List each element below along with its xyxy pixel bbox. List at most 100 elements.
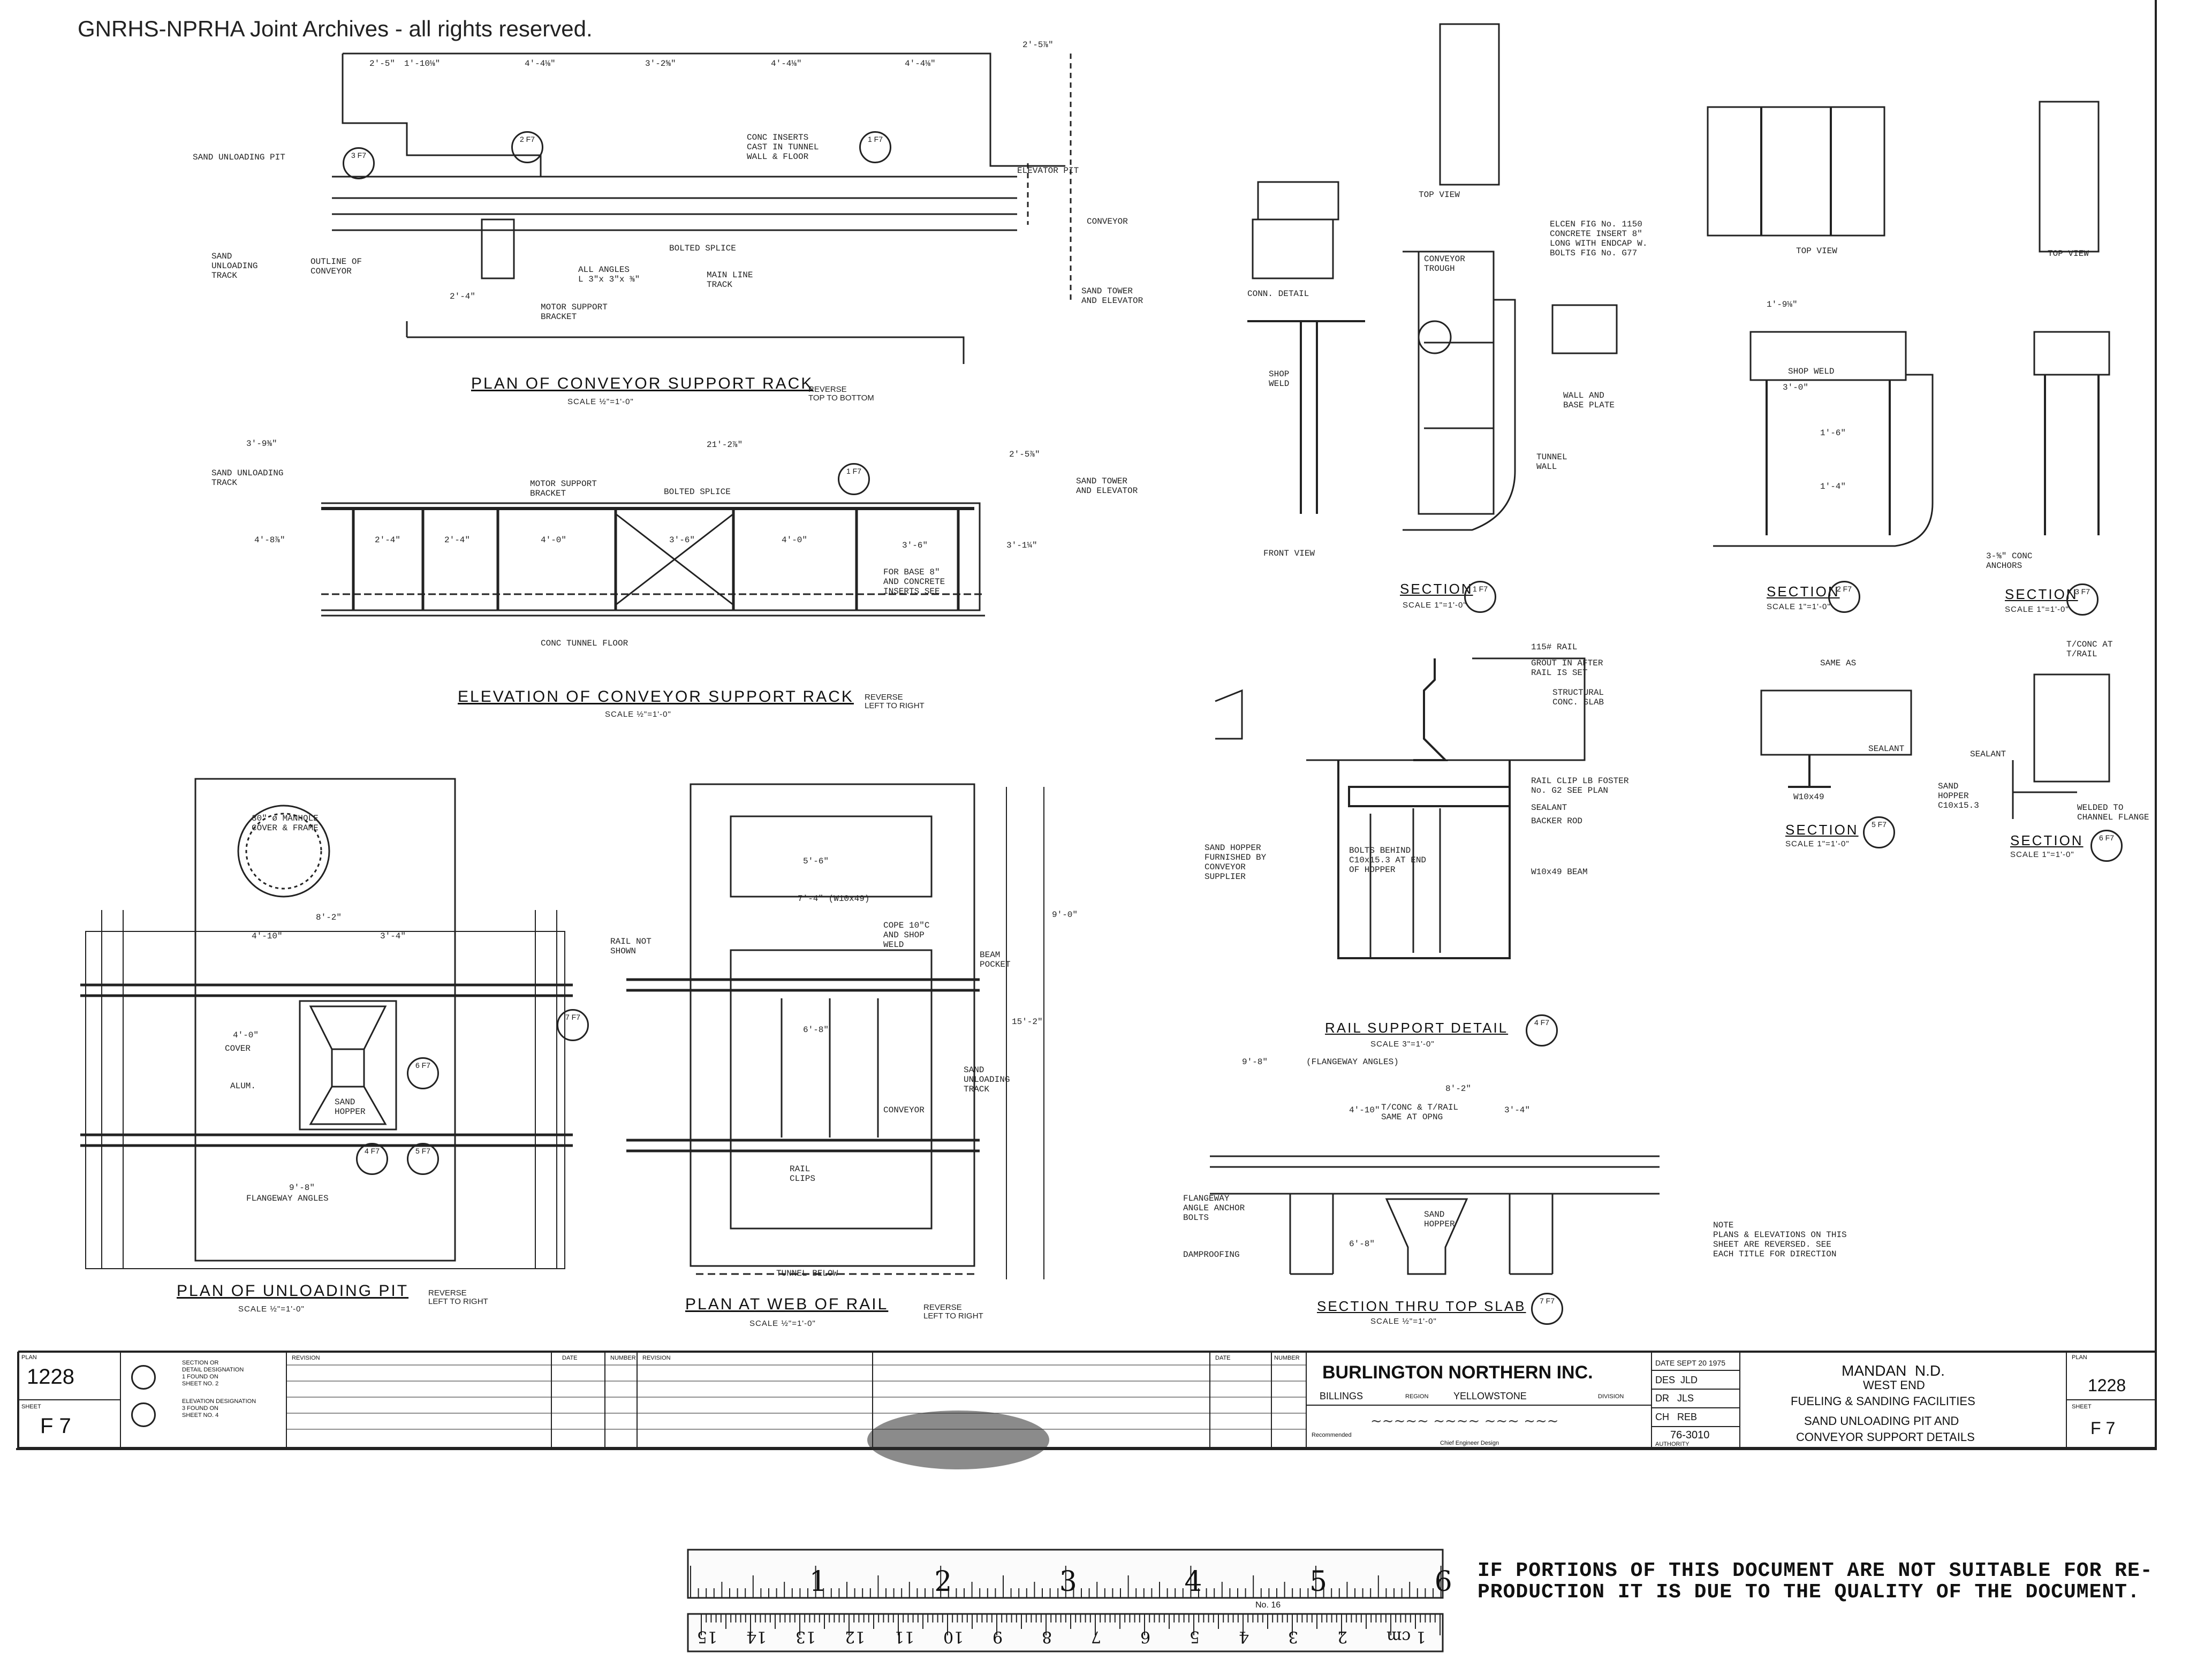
plan-dim: 4'-4⅛" (905, 59, 936, 69)
sec7-label: T/CONC & T/RAIL SAME AT OPNG (1381, 1103, 1459, 1122)
ruler-cm-number: 13 (796, 1627, 816, 1646)
archive-watermark: GNRHS-NPRHA Joint Archives - all rights … (78, 16, 593, 41)
web-label: CONVEYOR (883, 1105, 925, 1115)
sec7-label: SAND HOPPER (1424, 1210, 1455, 1229)
sec3-label: TOP VIEW (2048, 249, 2089, 259)
callout-bubble: 2 F7 (1828, 581, 1860, 613)
sec6-label: SEALANT (1970, 749, 2006, 759)
unloading-pit-scale: SCALE ½"=1'-0" (238, 1305, 305, 1314)
ruler-inch-number: 3 (1059, 1566, 1077, 1598)
tb-plan-label: PLAN (21, 1354, 37, 1361)
ruler-cm-number: 8 (1042, 1627, 1052, 1646)
sec7-label: FLANGEWAY ANGLE ANCHOR BOLTS (1183, 1194, 1245, 1223)
tb-right-plan-label: PLAN (2072, 1354, 2087, 1361)
tb-col-revision-2: REVISION (642, 1355, 671, 1361)
sec5-label: SAME AS (1820, 658, 1857, 668)
section2-title: SECTION (1767, 583, 1840, 600)
ruler-cm-number: 4 (1239, 1627, 1249, 1646)
callout-bubble: 3 F7 (343, 147, 375, 179)
tb-right-sheet-number: F 7 (2090, 1419, 2116, 1438)
pit-label: FLANGEWAY ANGLES (246, 1194, 329, 1203)
elevation-conveyor-title: ELEVATION OF CONVEYOR SUPPORT RACK (458, 688, 854, 706)
section5-title: SECTION (1785, 822, 1859, 838)
tb-right-sheet-label: SHEET (2072, 1404, 2092, 1410)
sec2-dim: 1'-9⅛" (1767, 300, 1798, 309)
tb-sheet-number: F 7 (40, 1414, 71, 1438)
plan-label: ELEVATOR PIT (1017, 166, 1079, 176)
sec1-label: TUNNEL WALL (1536, 452, 1567, 472)
elev-label: BOLTED SPLICE (664, 487, 731, 497)
ruler-cm-number: 3 (1288, 1627, 1299, 1646)
sec7-dim: 4'-10" (1349, 1105, 1380, 1115)
sec1-label: TOP VIEW (1419, 190, 1460, 200)
sec1-label: ELCEN FIG No. 1150 CONCRETE INSERT 8" LO… (1550, 219, 1648, 258)
sec7-label: DAMPROOFING (1183, 1250, 1240, 1260)
sec1-label: WALL AND BASE PLATE (1563, 391, 1615, 410)
sec6-label: T/CONC AT T/RAIL (2066, 640, 2113, 659)
sec6-label: SAND HOPPER C10x15.3 (1938, 782, 1979, 810)
section5-scale: SCALE 1"=1'-0" (1785, 839, 1850, 848)
elev-dim: 4'-0" (782, 535, 808, 545)
pit-dim: 4'-0" (233, 1030, 259, 1040)
ruler-inch-number: 2 (934, 1566, 952, 1598)
callout-bubble: 6 F7 (407, 1057, 439, 1089)
tb-col-date: DATE (562, 1355, 578, 1361)
tb-division-label: DIVISION (1598, 1393, 1624, 1400)
elevation-conveyor-note: REVERSE LEFT TO RIGHT (865, 693, 925, 710)
web-label: SAND UNLOADING TRACK (964, 1065, 1010, 1094)
tb-date-line: DATE SEPT 20 1975 (1655, 1359, 1725, 1367)
rail-label: SEALANT (1531, 803, 1567, 813)
rail-label: BOLTS BEHIND C10x15.3 AT END OF HOPPER (1349, 846, 1427, 875)
rail-label: SAND HOPPER FURNISHED BY CONVEYOR SUPPLI… (1205, 843, 1267, 882)
plan-label: MOTOR SUPPORT BRACKET (541, 302, 608, 322)
callout-bubble: 4 F7 (356, 1143, 388, 1175)
web-dim: 9'-0" (1052, 910, 1078, 920)
tb-legend-section: SECTION OR DETAIL DESIGNATION 1 FOUND ON… (182, 1360, 244, 1387)
sec1-label: SHOP WELD (1269, 369, 1290, 389)
callout-bubble: 1 F7 (1464, 581, 1496, 613)
rail-label: BACKER ROD (1531, 816, 1583, 826)
callout-bubble: 5 F7 (407, 1143, 439, 1175)
tb-right-plan-number: 1228 (2088, 1376, 2126, 1395)
elev-dim: 4'-8⅞" (254, 535, 285, 545)
sec3-label: 3-⅝" CONC ANCHORS (1986, 551, 2033, 571)
sec6-label: WELDED TO CHANNEL FLANGE (2077, 803, 2149, 822)
sec5-label: W10x49 (1793, 792, 1824, 802)
callout-bubble: 1 F7 (859, 131, 891, 163)
section1-title: SECTION (1400, 581, 1473, 597)
ruler-cm-number: 1 cm (1387, 1627, 1426, 1646)
legend-section-symbol (131, 1365, 156, 1390)
ruler-cm-number: 10 (943, 1627, 964, 1646)
elev-dim: 3'-6" (902, 541, 928, 550)
pit-dim: 9'-8" (289, 1183, 315, 1193)
plan-dim: 4'-4⅛" (525, 59, 556, 69)
ruler-cm-number: 2 (1337, 1627, 1348, 1646)
section3-title: SECTION (2005, 586, 2078, 602)
web-label: TUNNEL BELOW (776, 1269, 838, 1278)
elev-dim: 3'-1¼" (1006, 541, 1037, 550)
web-dim: 5'-6" (803, 856, 829, 866)
ruler-cm-number: 12 (845, 1627, 866, 1646)
ruler-cm-number: 14 (746, 1627, 767, 1646)
web-dim: 15'-2" (1012, 1017, 1043, 1027)
sec2-dim: 3'-0" (1783, 383, 1809, 392)
ruler-inch-number: 5 (1309, 1566, 1328, 1598)
sec7-dim: 3'-4" (1504, 1105, 1531, 1115)
pit-label: SAND HOPPER (335, 1097, 366, 1117)
unloading-pit-note: REVERSE LEFT TO RIGHT (428, 1288, 488, 1306)
sec2-dim: 1'-6" (1820, 428, 1846, 438)
tb-col-number-2: NUMBER (1274, 1355, 1300, 1361)
ruler-inch-number: 4 (1184, 1566, 1202, 1598)
callout-bubble: 1 F7 (838, 463, 870, 495)
section7-scale: SCALE ½"=1'-0" (1370, 1317, 1437, 1326)
elev-dim: 2'-4" (375, 535, 401, 545)
web-dim: 7'-4" (W10x49) (798, 894, 870, 904)
web-dim: 6'-8" (803, 1025, 829, 1035)
tb-engineer-label: Chief Engineer Design (1440, 1440, 1499, 1446)
legend-elevation-symbol (131, 1402, 156, 1427)
pit-dim: 8'-2" (316, 913, 342, 922)
elev-dim: 3'-6" (669, 535, 695, 545)
plan-dim: 4'-4⅛" (771, 59, 802, 69)
sec2-label: TOP VIEW (1796, 246, 1837, 256)
